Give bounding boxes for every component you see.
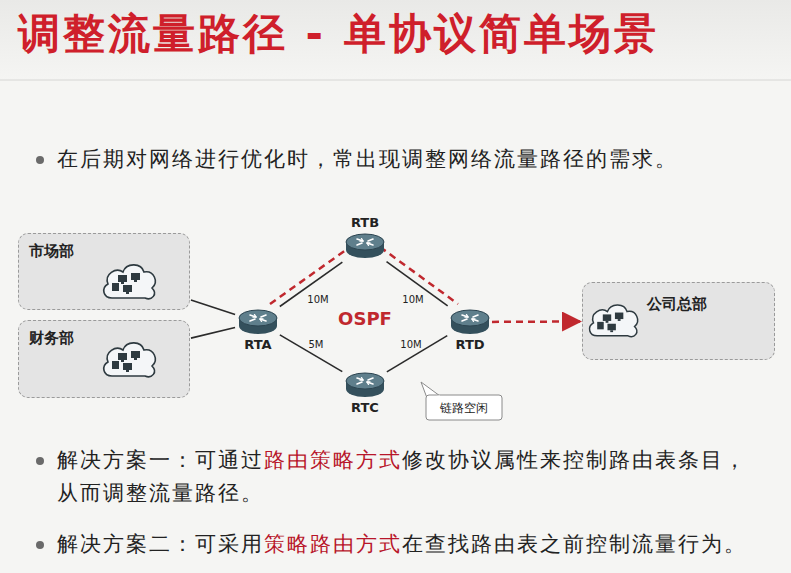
bandwidth-label: 10M [400, 339, 421, 350]
bullet-text: 解决方案二：可采用策略路由方式在查找路由表之前控制流量行为。 [57, 528, 787, 561]
lan-cloud [104, 343, 155, 377]
bandwidth-label: 10M [402, 294, 423, 305]
router-icon [344, 370, 386, 400]
department-label: 公司总部 [647, 295, 707, 314]
bullet-dot [36, 156, 44, 164]
callout-join [428, 397, 440, 399]
highlight-text: 路由策略方式 [264, 448, 402, 472]
link-line [280, 262, 343, 306]
bandwidth-label: 5M [309, 339, 324, 350]
department-box: 市场部 [18, 233, 190, 310]
body-text: 解决方案二：可采用 [57, 532, 264, 556]
link-line [387, 262, 448, 306]
department-box: 公司总部 [582, 282, 775, 360]
bullet-dot [36, 457, 44, 465]
router-node: RTA [237, 307, 279, 353]
bullet-text: 在后期对网络进行优化时，常出现调整网络流量路径的需求。 [57, 143, 787, 176]
protocol-label: OSPF [338, 308, 392, 329]
header-band [0, 0, 791, 80]
header-rule [0, 80, 791, 81]
link-line [191, 300, 235, 314]
callout-text: 链路空闲 [440, 400, 488, 417]
body-text: 在后期对网络进行优化时，常出现调整网络流量路径的需求。 [57, 147, 678, 171]
router-label: RTB [351, 215, 379, 231]
router-node: RTC [344, 370, 386, 416]
department-box: 财务部 [18, 320, 190, 398]
router-label: RTA [244, 337, 271, 353]
department-label: 财务部 [29, 329, 74, 348]
link-line [191, 328, 235, 339]
router-icon [237, 307, 279, 337]
body-text: 在查找路由表之前控制流量行为。 [402, 532, 747, 556]
callout-box [426, 395, 502, 420]
router-icon [449, 307, 491, 337]
router-icon [344, 231, 386, 261]
link-line [387, 336, 447, 372]
body-text: 解决方案一：可通过 [57, 448, 264, 472]
highlight-text: 策略路由方式 [264, 532, 402, 556]
department-label: 市场部 [29, 242, 74, 261]
router-label: RTD [455, 337, 484, 353]
callout-pointer [421, 382, 440, 398]
lan-cloud [590, 305, 638, 337]
router-node: RTD [449, 307, 491, 353]
bullet-dot [36, 541, 44, 549]
bandwidth-label: 10M [307, 294, 328, 305]
link-line [280, 335, 342, 372]
lan-cloud [104, 265, 155, 299]
slide-title: 调整流量路径 - 单协议简单场景 [18, 6, 659, 62]
bullet-text: 解决方案一：可通过路由策略方式修改协议属性来控制路由表条目，从而调整流量路径。 [57, 444, 765, 510]
traffic-arrow [492, 320, 580, 323]
router-label: RTC [351, 400, 379, 416]
router-node: RTB [344, 215, 386, 261]
